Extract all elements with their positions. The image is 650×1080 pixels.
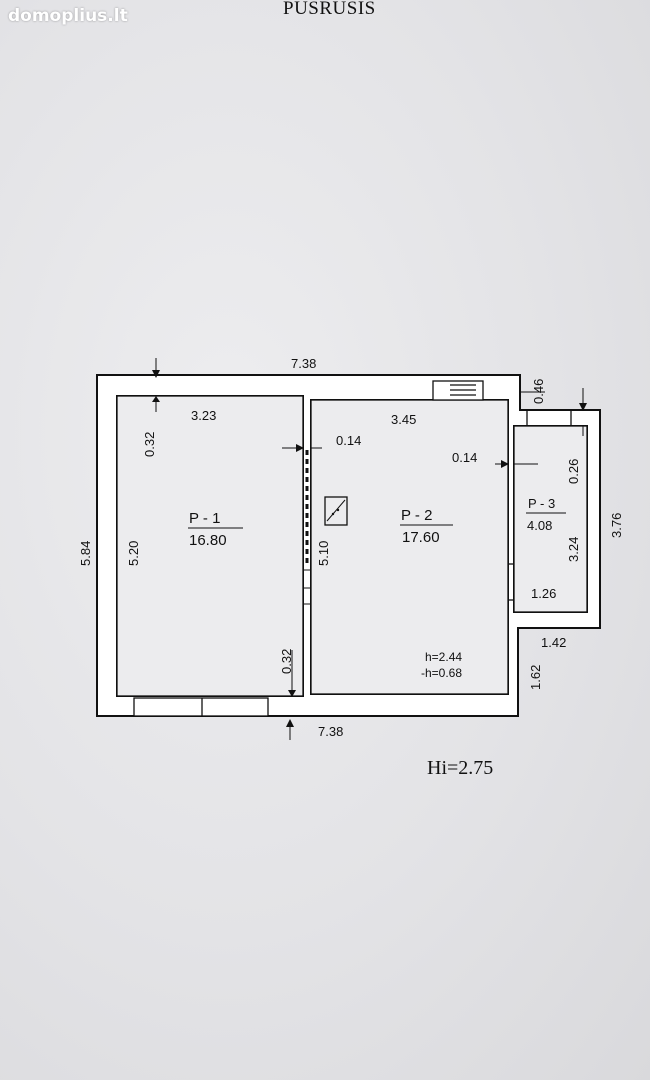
room2-height: h=2.44 xyxy=(425,650,462,664)
window-top xyxy=(432,380,484,401)
dim-ext-top: 0.46 xyxy=(531,379,546,404)
dim-r2-width: 3.45 xyxy=(391,412,416,427)
dim-bottom-total: 7.38 xyxy=(318,724,343,739)
dim-wall-top: 0.32 xyxy=(142,432,157,457)
room-p3-floor xyxy=(513,425,588,613)
dim-top-total: 7.38 xyxy=(291,356,316,371)
opening-p3-top xyxy=(526,410,572,426)
dim-r2-height: 5.10 xyxy=(316,541,331,566)
dim-right-total: 3.76 xyxy=(609,513,624,538)
room-p2-area: 17.60 xyxy=(402,529,440,546)
door-p2-p3 xyxy=(508,563,514,601)
page-title: PUSRUSIS xyxy=(283,0,376,19)
watermark-logo: domoplius.lt xyxy=(8,6,128,26)
dim-partition-2: 0.14 xyxy=(452,450,477,465)
door-bottom xyxy=(133,697,269,717)
dim-partition-1: 0.14 xyxy=(336,433,361,448)
dim-left-total: 5.84 xyxy=(78,541,93,566)
room-p3-area: 4.08 xyxy=(527,518,552,533)
ceiling-height-note: Hi=2.75 xyxy=(427,757,494,779)
room-p2-label: P - 2 xyxy=(401,507,432,524)
dim-step-width: 1.42 xyxy=(541,635,566,650)
dim-r3-width: 1.26 xyxy=(531,586,556,601)
dim-r1-height: 5.20 xyxy=(126,541,141,566)
dim-r3-height: 3.24 xyxy=(566,537,581,562)
stair-icon xyxy=(324,496,348,526)
dim-r1-width: 3.23 xyxy=(191,408,216,423)
dim-r3-top-gap: 0.26 xyxy=(566,459,581,484)
room-p1-area: 16.80 xyxy=(189,532,227,549)
dimension-marks xyxy=(152,358,587,740)
room2-minus-height: -h=0.68 xyxy=(421,666,462,680)
room-p2-floor xyxy=(310,399,509,695)
room-p1-label: P - 1 xyxy=(189,510,220,527)
room-p1-floor xyxy=(116,395,304,697)
room-p3-label: P - 3 xyxy=(528,496,555,511)
dim-step-height: 1.62 xyxy=(528,665,543,690)
dim-wall-bottom: 0.32 xyxy=(279,649,294,674)
